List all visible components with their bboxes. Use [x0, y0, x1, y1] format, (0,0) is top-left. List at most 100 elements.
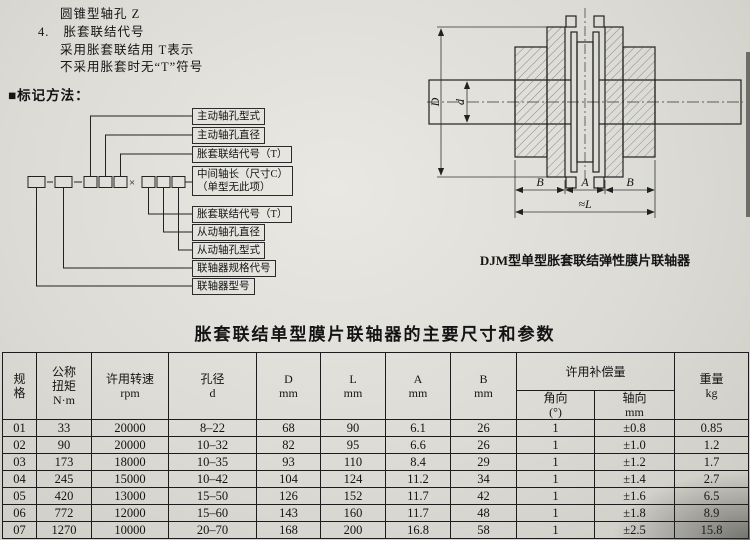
col-header-bore: 孔径 d: [168, 352, 257, 420]
table-cell: 143: [256, 504, 321, 522]
table-cell: 1: [516, 504, 595, 522]
table-cell: 1.7: [674, 453, 750, 471]
table-cell: 26: [450, 419, 517, 437]
table-cell: 126: [256, 487, 321, 505]
table-cell: 124: [320, 470, 386, 488]
table-cell: 160: [320, 504, 386, 522]
table-cell: 33: [36, 419, 92, 437]
marking-label-model: 联轴器型号: [192, 278, 255, 295]
table-cell: 68: [256, 419, 321, 437]
table-cell: 02: [2, 436, 37, 454]
table-cell: 16.8: [385, 521, 451, 539]
table-cell: 1270: [36, 521, 92, 539]
table-cell: 10–42: [168, 470, 257, 488]
col-header-spec: 规 格: [2, 352, 37, 420]
table-cell: 168: [256, 521, 321, 539]
dim-label-L: ≈L: [578, 197, 592, 211]
note-expansion-use: 采用胀套联结用 T表示: [60, 43, 195, 57]
table-cell: 18000: [91, 453, 169, 471]
table-cell: 1: [516, 419, 595, 437]
col-header-speed: 许用转速 rpm: [91, 352, 169, 420]
table-cell: 20000: [91, 419, 169, 437]
col-header-A: A mm: [385, 352, 451, 420]
table-cell: 10–32: [168, 436, 257, 454]
table-cell: 11.7: [385, 504, 451, 522]
table-cell: 15.8: [674, 521, 750, 539]
table-cell: 2.7: [674, 470, 750, 488]
table-cell: 90: [320, 419, 386, 437]
table-cell: ±1.6: [593, 487, 676, 505]
table-cell: 01: [2, 419, 37, 437]
marking-label-spec-code: 联轴器规格代号: [192, 260, 276, 277]
marking-method-heading: ■标记方法：: [8, 88, 90, 103]
table-cell: 11.7: [385, 487, 451, 505]
table-cell: 15000: [91, 470, 169, 488]
table-cell: 26: [450, 436, 517, 454]
table-cell: 772: [36, 504, 92, 522]
table-cell: 42: [450, 487, 517, 505]
marking-diagram-lines: ×: [27, 115, 192, 287]
marking-label-middle-length-line1: 中间轴长（尺寸C）: [197, 169, 289, 180]
coupling-drawing-area: D d B A B ≈L: [425, 2, 745, 246]
table-cell: 110: [320, 453, 386, 471]
table-cell: 1: [516, 487, 595, 505]
marking-label-expansion-code-2: 胀套联结代号（T）: [192, 206, 293, 223]
col-header-torque: 公称 扭矩 N·m: [36, 352, 92, 420]
marking-label-driven-hole-type: 从动轴孔型式: [192, 242, 265, 259]
table-cell: 15–50: [168, 487, 257, 505]
note-expansion-none: 不采用胀套时无“T”符号: [60, 60, 204, 74]
table-cell: 06: [2, 504, 37, 522]
table-cell: 1: [516, 470, 595, 488]
table-cell: 1: [516, 453, 595, 471]
dimension-table: 规 格 公称 扭矩 N·m 许用转速 rpm 孔径 d D mm L mm A …: [2, 352, 750, 539]
table-cell: 90: [36, 436, 92, 454]
table-cell: 34: [450, 470, 517, 488]
table-cell: 8–22: [168, 419, 257, 437]
table-cell: 04: [2, 470, 37, 488]
table-cell: 12000: [91, 504, 169, 522]
table-cell: ±1.4: [593, 470, 676, 488]
note-item4: 4. 胀套联结代号: [38, 21, 145, 40]
table-cell: 6.1: [385, 419, 451, 437]
marking-method-diagram: × 主动轴孔型式 主动轴孔直径 胀套联结代号（T） 中间轴长（尺寸C） （单型无…: [14, 102, 394, 302]
dim-label-A: A: [580, 175, 589, 189]
col-header-axial: 轴向 mm: [593, 390, 676, 420]
col-header-angular: 角向 (°): [516, 390, 595, 420]
table-cell: 173: [36, 453, 92, 471]
dim-label-B2: B: [626, 175, 634, 189]
table-cell: 6.5: [674, 487, 750, 505]
dim-label-d: d: [453, 98, 467, 105]
table-cell: 07: [2, 521, 37, 539]
marking-label-driving-hole-diameter: 主动轴孔直径: [192, 127, 265, 144]
table-header: 规 格 公称 扭矩 N·m 许用转速 rpm 孔径 d D mm L mm A …: [2, 352, 750, 420]
table-cell: 0.85: [674, 419, 750, 437]
table-cell: 95: [320, 436, 386, 454]
coupling-cross-section-drawing: D d B A B ≈L: [427, 8, 743, 218]
table-cell: 152: [320, 487, 386, 505]
table-cell: ±1.2: [593, 453, 676, 471]
marking-label-middle-length-line2: （单型无此项）: [197, 182, 271, 193]
table-cell: 6.6: [385, 436, 451, 454]
table-cell: ±1.8: [593, 504, 676, 522]
table-cell: 420: [36, 487, 92, 505]
table-cell: 1.2: [674, 436, 750, 454]
table-cell: 93: [256, 453, 321, 471]
table-cell: 03: [2, 453, 37, 471]
table-cell: 10–35: [168, 453, 257, 471]
table-cell: 48: [450, 504, 517, 522]
table-cell: 20–70: [168, 521, 257, 539]
marking-label-driven-hole-diameter: 从动轴孔直径: [192, 224, 265, 241]
table-cell: 104: [256, 470, 321, 488]
col-header-D: D mm: [256, 352, 321, 420]
table-cell: 245: [36, 470, 92, 488]
table-cell: 13000: [91, 487, 169, 505]
table-cell: 82: [256, 436, 321, 454]
table-cell: ±0.8: [593, 419, 676, 437]
col-header-compensation: 许用补偿量: [515, 352, 676, 391]
table-cell: 8.4: [385, 453, 451, 471]
multiply-sign: ×: [129, 177, 135, 189]
